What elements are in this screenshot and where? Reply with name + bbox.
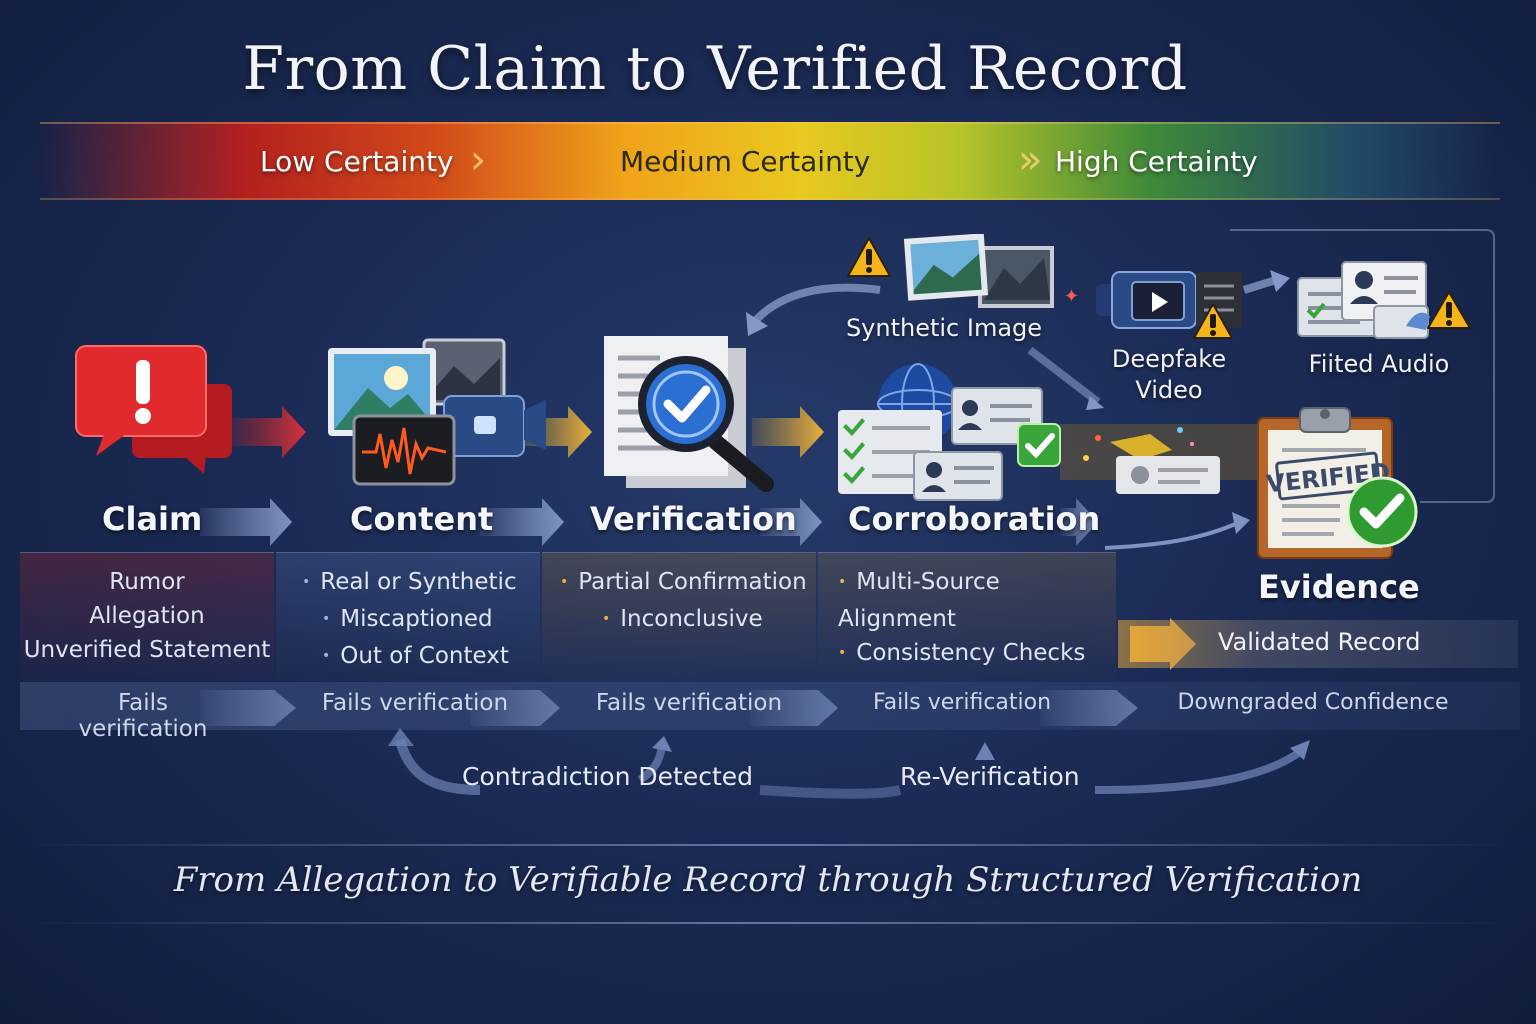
medium-certainty-label: Medium Certainty: [620, 145, 871, 178]
arrow-label-corroboration: [1060, 498, 1098, 546]
corroboration-details-panel: Multi-Source Alignment Consistency Check…: [818, 552, 1116, 681]
low-certainty-label: Low Certainty: [260, 145, 454, 178]
deepfake-video-label-line1: Deepfake: [1111, 345, 1227, 373]
warning-icon: [1427, 291, 1471, 329]
claim-detail-item: Rumor: [109, 569, 185, 595]
arrow-claim-to-content: [232, 406, 306, 458]
validated-record-label: Validated Record: [1218, 628, 1421, 656]
claim-details-panel: Rumor Allegation Unverified Statement: [20, 552, 274, 681]
corroboration-outcome: Fails verification: [872, 690, 1052, 715]
verification-detail-item: Partial Confirmation: [560, 565, 816, 602]
verification-details-panel: Partial Confirmation Inconclusive: [542, 552, 816, 681]
stage-label-claim: Claim: [102, 500, 203, 538]
alert-speech-bubble-icon: [75, 345, 232, 474]
deepfake-video-label-line2: Video: [1135, 376, 1203, 404]
video-camera-icon: [1096, 271, 1242, 329]
outcome-row: [20, 682, 1520, 730]
sparkle-icon: ✦: [1064, 286, 1080, 307]
verified-clipboard-icon: VERIFIED: [1257, 407, 1418, 559]
page-subtitle: From Allegation to Verifiable Record thr…: [173, 860, 1363, 900]
content-detail-item: Miscaptioned: [322, 602, 540, 639]
arrow-label-verification: [760, 498, 822, 546]
divider: [20, 844, 1516, 846]
verification-detail-item: Inconclusive: [602, 602, 816, 639]
corroboration-sources-icon: [838, 363, 1061, 501]
double-chevron-right-icon: »: [1018, 137, 1043, 183]
certainty-gradient-band: [40, 122, 1500, 200]
magnifier-check-icon: [604, 336, 774, 492]
edited-audio-label: Fiited Audio: [1308, 350, 1450, 378]
stage-label-content: Content: [350, 500, 494, 538]
warning-icon: [1193, 303, 1233, 339]
corroboration-detail-item: Consistency Checks: [838, 636, 1116, 673]
reverification-label: Re-Verification: [900, 762, 1080, 791]
content-outcome: Fails verification: [321, 690, 509, 716]
warning-icon: [847, 237, 891, 277]
verification-outcome: Fails verification: [595, 690, 783, 716]
chevron-right-icon: ›: [470, 137, 486, 183]
corroboration-detail-item: Multi-Source Alignment: [838, 565, 1116, 636]
claim-detail-item: Unverified Statement: [23, 637, 271, 663]
claim-detail-item: Allegation: [89, 603, 205, 629]
deepfake-video-label: Deepfake Video: [1086, 344, 1252, 406]
content-details-panel: Real or Synthetic Miscaptioned Out of Co…: [276, 552, 540, 681]
arrow-label-claim: [200, 498, 292, 546]
synthetic-photos-icon: [904, 234, 1054, 308]
evidence-outcome: Downgraded Confidence: [1177, 690, 1449, 715]
edited-file-icon: [1083, 427, 1220, 494]
stage-label-evidence: Evidence: [1258, 568, 1420, 606]
arrow-label-content: [480, 498, 564, 546]
stage-label-corroboration: Corroboration: [848, 500, 1101, 538]
validated-record-bar: [1118, 620, 1518, 668]
claim-outcome-line2: verification: [78, 716, 208, 742]
contradiction-detected-label: Contradiction Detected: [462, 762, 754, 791]
page-title: From Claim to Verified Record: [242, 34, 1188, 104]
content-detail-item: Out of Context: [322, 639, 540, 676]
high-certainty-label: High Certainty: [1055, 145, 1258, 178]
id-documents-icon: [1297, 261, 1430, 339]
arrow-verification-to-corroboration: [752, 406, 824, 458]
divider: [20, 922, 1516, 924]
media-content-icon: [328, 338, 546, 486]
stage-label-verification: Verification: [590, 500, 797, 538]
synthetic-image-label: Synthetic Image: [845, 314, 1043, 342]
claim-outcome-line1: Fails: [118, 690, 168, 716]
claim-outcome: Fails verification: [40, 690, 246, 742]
content-detail-item: Real or Synthetic: [302, 565, 540, 602]
